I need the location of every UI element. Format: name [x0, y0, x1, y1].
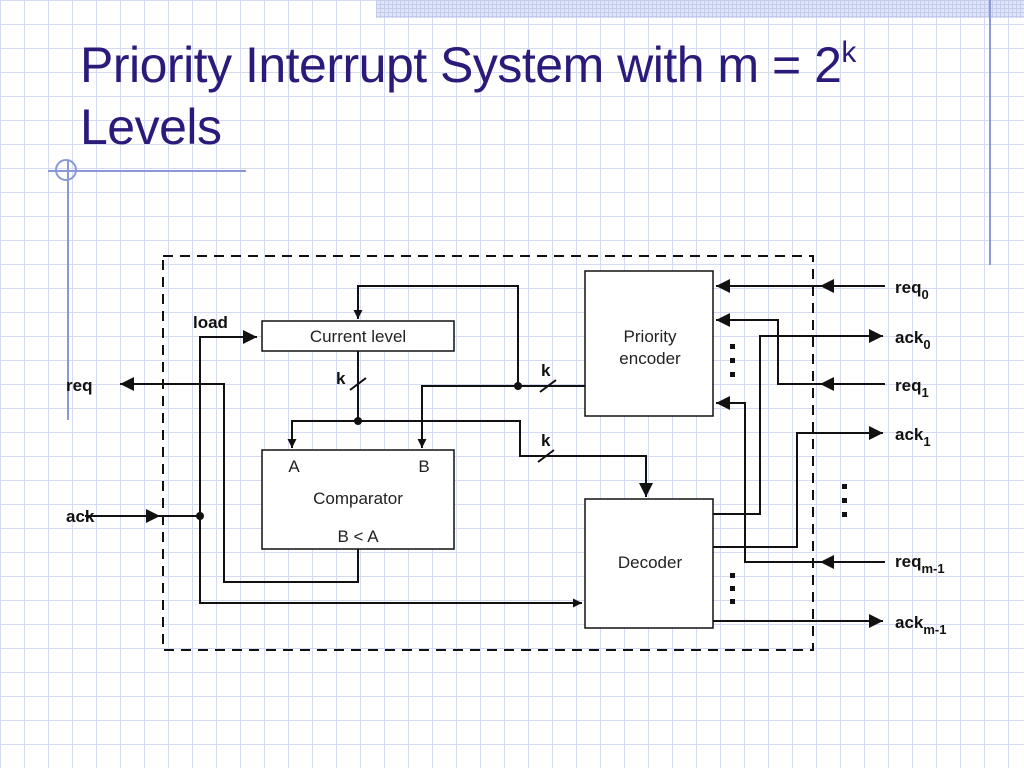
left-decor-rule	[67, 160, 69, 420]
title-main: Priority Interrupt System with m = 2	[80, 37, 842, 93]
bus-width-k-2: k	[541, 361, 551, 380]
ack-label: ack	[66, 507, 95, 526]
bus-width-k-1: k	[336, 369, 346, 388]
ack-m1-label: ackm-1	[895, 613, 947, 637]
priority-encoder-block: Priority encoder	[584, 270, 714, 417]
comparator-output-label: B < A	[337, 527, 379, 546]
bus-slashes	[349, 377, 557, 463]
ack-1-label: ack1	[895, 425, 931, 449]
ack-0-label: ack0	[895, 328, 931, 352]
req-0-label: req0	[895, 278, 929, 302]
priority-encoder-label-2: encoder	[619, 349, 681, 368]
load-label: load	[193, 313, 228, 332]
title-superscript: k	[841, 36, 856, 69]
system-boundary	[162, 255, 814, 651]
external-wires	[713, 279, 885, 628]
slide-title: Priority Interrupt System with m = 2k Le…	[80, 34, 960, 158]
title-underline-rule	[48, 170, 246, 172]
junction-dot	[196, 512, 204, 520]
current-level-label: Current level	[310, 327, 406, 346]
decoder-label: Decoder	[618, 553, 683, 572]
right-decor-rule	[989, 0, 991, 265]
junction-dot	[354, 417, 362, 425]
current-level-block: Current level	[261, 320, 455, 352]
top-decor-band	[376, 0, 1024, 18]
req-label: req	[66, 376, 92, 395]
ellipsis-dots	[730, 344, 847, 604]
bus-width-k-3: k	[541, 431, 551, 450]
internal-wires	[85, 285, 653, 608]
priority-encoder-label-1: Priority	[624, 327, 677, 346]
comparator-input-a: A	[288, 457, 300, 476]
crosshair-decor-icon	[55, 159, 77, 181]
comparator-block: A B Comparator B < A	[261, 449, 455, 550]
title-end: Levels	[80, 99, 222, 155]
comparator-label: Comparator	[313, 489, 403, 508]
junction-dot	[514, 382, 522, 390]
comparator-input-b: B	[418, 457, 429, 476]
decoder-block: Decoder	[584, 498, 714, 629]
req-1-label: req1	[895, 376, 929, 400]
req-m1-label: reqm-1	[895, 552, 945, 576]
